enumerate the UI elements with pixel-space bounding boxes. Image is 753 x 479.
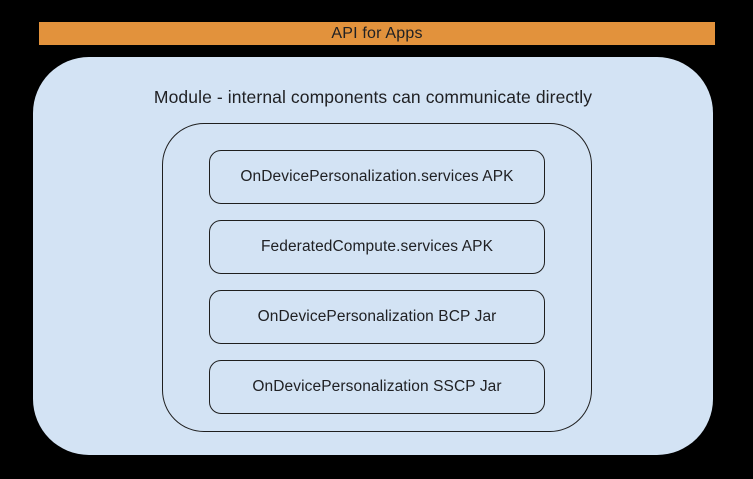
module-title: Module - internal components can communi… xyxy=(153,87,593,107)
internal-components-group: OnDevicePersonalization.services APK Fed… xyxy=(162,123,592,432)
component-label: OnDevicePersonalization SSCP Jar xyxy=(252,378,502,395)
component-box-odp-services-apk: OnDevicePersonalization.services APK xyxy=(209,150,545,204)
component-box-odp-bcp-jar: OnDevicePersonalization BCP Jar xyxy=(209,290,545,344)
component-box-odp-sscp-jar: OnDevicePersonalization SSCP Jar xyxy=(209,360,545,414)
api-for-apps-banner: API for Apps xyxy=(39,22,715,45)
component-box-federatedcompute-services-apk: FederatedCompute.services APK xyxy=(209,220,545,274)
component-label: OnDevicePersonalization BCP Jar xyxy=(257,308,497,325)
component-label: FederatedCompute.services APK xyxy=(260,238,494,255)
component-label: OnDevicePersonalization.services APK xyxy=(240,168,514,185)
module-container: Module - internal components can communi… xyxy=(33,57,713,455)
api-for-apps-label: API for Apps xyxy=(331,24,423,42)
